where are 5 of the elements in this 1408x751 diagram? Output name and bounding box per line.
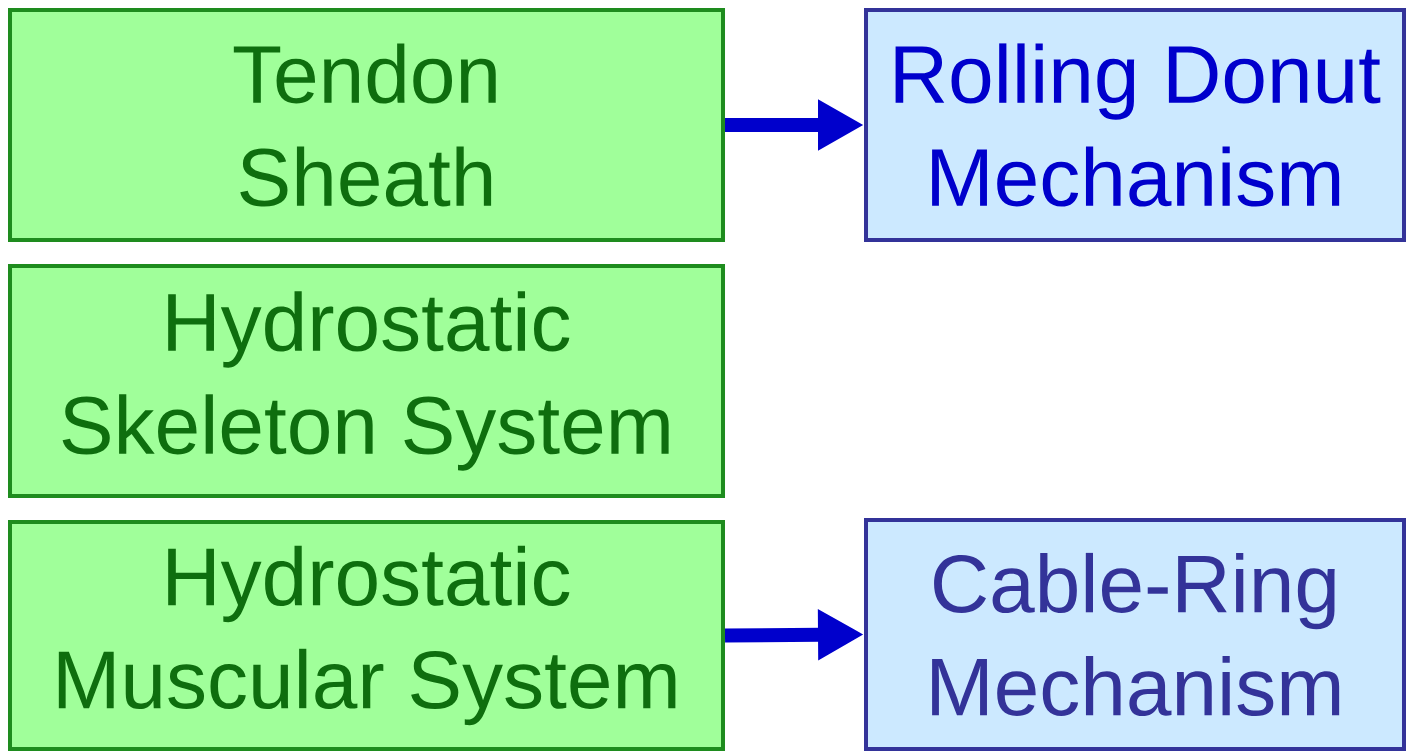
process-box: Cable-Ring Mechanism xyxy=(864,518,1406,751)
process-box: Hydrostatic Skeleton System xyxy=(8,264,725,498)
process-box: Tendon Sheath xyxy=(8,8,725,242)
process-box: Rolling Donut Mechanism xyxy=(864,8,1406,242)
process-box: Hydrostatic Muscular System xyxy=(8,520,725,751)
